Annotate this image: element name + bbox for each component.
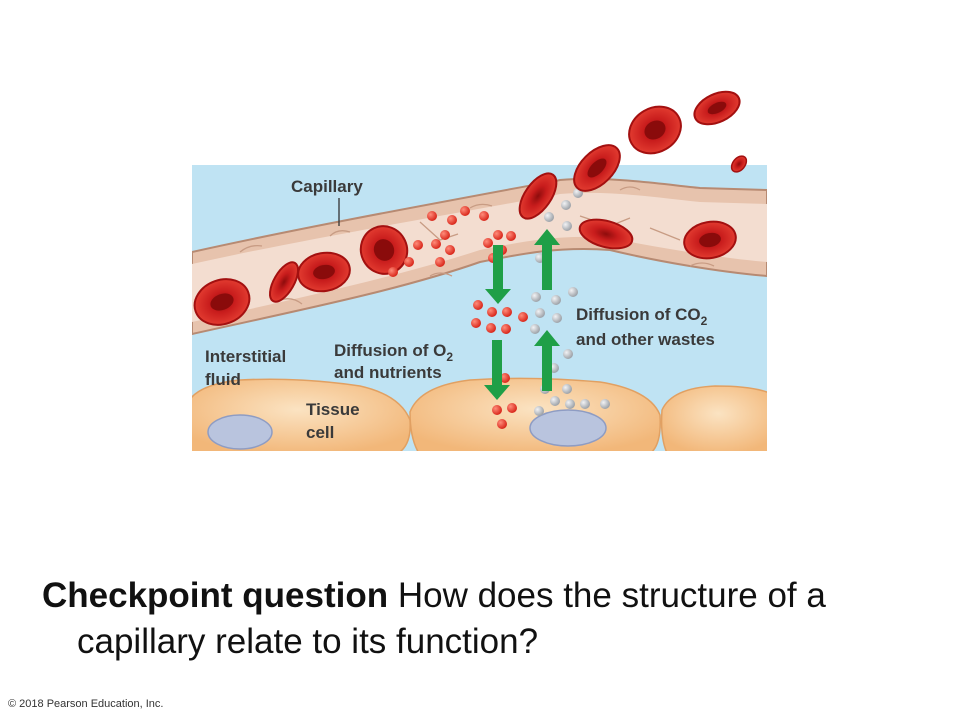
oxygen-molecule-icon <box>445 245 455 255</box>
oxygen-molecule-icon <box>486 323 496 333</box>
oxygen-molecule-icon <box>447 215 457 225</box>
oxygen-molecule-icon <box>501 324 511 334</box>
o2-diffusion-label: Diffusion of O2 and nutrients <box>334 341 458 382</box>
oxygen-molecule-icon <box>431 239 441 249</box>
o2-subscript: 2 <box>446 350 453 364</box>
oxygen-molecule-icon <box>502 307 512 317</box>
interstitial-fluid-label-line1: Interstitial <box>205 347 286 366</box>
oxygen-molecule-icon <box>497 419 507 429</box>
oxygen-molecule-icon <box>506 231 516 241</box>
waste-molecule-icon <box>531 292 541 302</box>
cell-nucleus <box>529 409 607 447</box>
interstitial-fluid-label-line2: fluid <box>205 370 241 389</box>
red-blood-cell-icon <box>578 218 634 250</box>
co2-diffusion-label-line1: Diffusion of CO <box>576 305 701 324</box>
tissue-cell <box>409 377 661 451</box>
waste-molecule-icon <box>600 399 610 409</box>
waste-molecule-icon <box>552 313 562 323</box>
oxygen-molecule-icon <box>473 300 483 310</box>
red-blood-cell-icon <box>193 278 251 326</box>
red-blood-cell-icon <box>628 105 682 155</box>
red-blood-cells <box>193 172 737 326</box>
oxygen-molecule-icon <box>413 240 423 250</box>
red-blood-cell-icon <box>573 144 621 192</box>
waste-molecule-icon <box>562 384 572 394</box>
waste-molecules <box>530 188 610 416</box>
tissue-cell-label: Tissue cell <box>306 400 364 442</box>
checkpoint-question-line1: How does the structure of a <box>388 576 826 615</box>
flying-red-blood-cells <box>573 90 748 192</box>
co2-diffusion-arrows <box>534 229 560 391</box>
oxygen-molecule-icon <box>435 257 445 267</box>
checkpoint-question: Checkpoint question How does the structu… <box>42 573 922 665</box>
waste-molecule-icon <box>535 308 545 318</box>
oxygen-molecule-icon <box>518 312 528 322</box>
oxygen-molecule-icon <box>500 373 510 383</box>
diffusion-arrow-icon <box>484 340 510 400</box>
copyright-notice: © 2018 Pearson Education, Inc. <box>8 698 164 710</box>
tissue-cells <box>192 377 767 451</box>
tissue-cell-label-line2: cell <box>306 423 334 442</box>
o2-diffusion-arrows <box>484 245 511 400</box>
o2-diffusion-label-line2: and nutrients <box>334 363 442 382</box>
oxygen-molecule-icon <box>483 238 493 248</box>
oxygen-molecule-icon <box>440 230 450 240</box>
red-blood-cell-icon <box>297 251 351 293</box>
waste-molecule-icon <box>563 349 573 359</box>
waste-molecule-icon <box>544 212 554 222</box>
co2-subscript: 2 <box>701 314 708 328</box>
waste-molecule-icon <box>530 324 540 334</box>
diffusion-arrow-icon <box>485 245 511 304</box>
oxygen-molecules <box>388 206 528 429</box>
waste-molecule-icon <box>551 295 561 305</box>
oxygen-molecule-icon <box>507 403 517 413</box>
waste-molecule-icon <box>534 406 544 416</box>
waste-molecule-icon <box>561 200 571 210</box>
oxygen-molecule-icon <box>493 230 503 240</box>
interstitial-fluid-label: Interstitial fluid <box>205 347 291 389</box>
red-blood-cell-icon <box>683 220 737 260</box>
diffusion-arrow-icon <box>534 330 560 391</box>
diffusion-arrow-icon <box>534 229 560 290</box>
capillary-lumen <box>192 192 767 322</box>
cell-nucleus <box>207 414 273 450</box>
capillary-label: Capillary <box>291 177 363 196</box>
co2-diffusion-label: Diffusion of CO2 and other wastes <box>576 305 715 349</box>
waste-molecule-icon <box>580 399 590 409</box>
oxygen-molecule-icon <box>404 257 414 267</box>
oxygen-molecule-icon <box>388 267 398 277</box>
oxygen-molecule-icon <box>487 307 497 317</box>
oxygen-molecule-icon <box>471 318 481 328</box>
oxygen-molecule-icon <box>460 206 470 216</box>
waste-molecule-icon <box>562 221 572 231</box>
red-blood-cell-icon <box>518 172 558 220</box>
tissue-cell-label-line1: Tissue <box>306 400 360 419</box>
o2-diffusion-label-line1: Diffusion of O <box>334 341 446 360</box>
red-blood-cell-icon <box>693 90 741 126</box>
oxygen-molecule-icon <box>427 211 437 221</box>
oxygen-molecule-icon <box>492 405 502 415</box>
waste-molecule-icon <box>565 399 575 409</box>
waste-molecule-icon <box>550 396 560 406</box>
waste-molecule-icon <box>568 287 578 297</box>
tissue-cell <box>660 385 767 451</box>
checkpoint-question-lead: Checkpoint question <box>42 576 389 615</box>
oxygen-molecule-icon <box>479 211 489 221</box>
red-blood-cell-icon <box>359 225 409 275</box>
co2-diffusion-label-line2: and other wastes <box>576 330 715 349</box>
red-blood-cell-icon <box>269 261 299 303</box>
checkpoint-question-line2: capillary relate to its function? <box>77 622 539 661</box>
red-blood-cell-icon <box>730 155 748 173</box>
